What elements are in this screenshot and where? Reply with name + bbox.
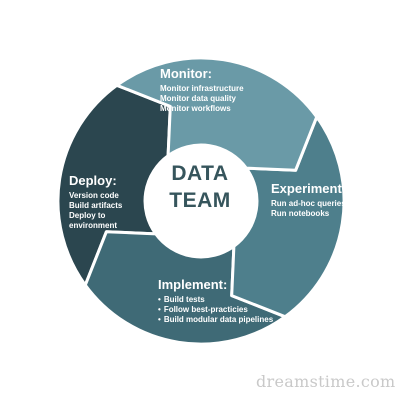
deploy-title: Deploy: bbox=[69, 173, 117, 188]
monitor-items: Monitor infrastructure Monitor data qual… bbox=[160, 84, 244, 114]
list-item: Version code bbox=[69, 191, 119, 200]
list-item: Run ad-hoc queries bbox=[271, 199, 346, 208]
segment-deploy: Deploy: Version code Build artifacts Dep… bbox=[69, 173, 122, 231]
segment-experiment: Experiment: Run ad-hoc queries Run noteb… bbox=[271, 181, 346, 219]
list-item: environment bbox=[69, 221, 118, 230]
watermark: dreamstime.com bbox=[256, 372, 396, 391]
implement-title: Implement: bbox=[158, 277, 228, 292]
segment-deploy-shape bbox=[56, 83, 172, 287]
list-item: Monitor workflows bbox=[160, 104, 231, 113]
segment-experiment-shape bbox=[230, 115, 346, 319]
list-item: Monitor data quality bbox=[160, 94, 236, 103]
implement-items: Build tests Follow best-practicies Build… bbox=[158, 295, 273, 325]
center-label-line: DATA bbox=[171, 162, 229, 185]
list-item: Build tests bbox=[158, 295, 273, 305]
segment-monitor: Monitor: Monitor infrastructure Monitor … bbox=[160, 66, 244, 114]
experiment-title: Experiment: bbox=[271, 181, 347, 196]
list-item: Run notebooks bbox=[271, 209, 330, 218]
list-item: Build artifacts bbox=[69, 201, 123, 210]
segment-implement: Implement: Build tests Follow best-pract… bbox=[158, 277, 273, 325]
list-item: Build modular data pipelines bbox=[158, 315, 273, 325]
experiment-items: Run ad-hoc queries Run notebooks bbox=[271, 199, 346, 219]
segment-monitor-shape bbox=[115, 56, 319, 172]
list-item: Follow best-practicies bbox=[158, 305, 273, 315]
list-item: Deploy to bbox=[69, 211, 106, 220]
monitor-title: Monitor: bbox=[160, 66, 212, 81]
center-circle bbox=[149, 149, 253, 253]
deploy-items: Version code Build artifacts Deploy to e… bbox=[69, 191, 122, 231]
center-label-line: TEAM bbox=[169, 189, 231, 212]
center-label: DATA TEAM bbox=[148, 160, 252, 214]
list-item: Monitor infrastructure bbox=[160, 84, 244, 93]
